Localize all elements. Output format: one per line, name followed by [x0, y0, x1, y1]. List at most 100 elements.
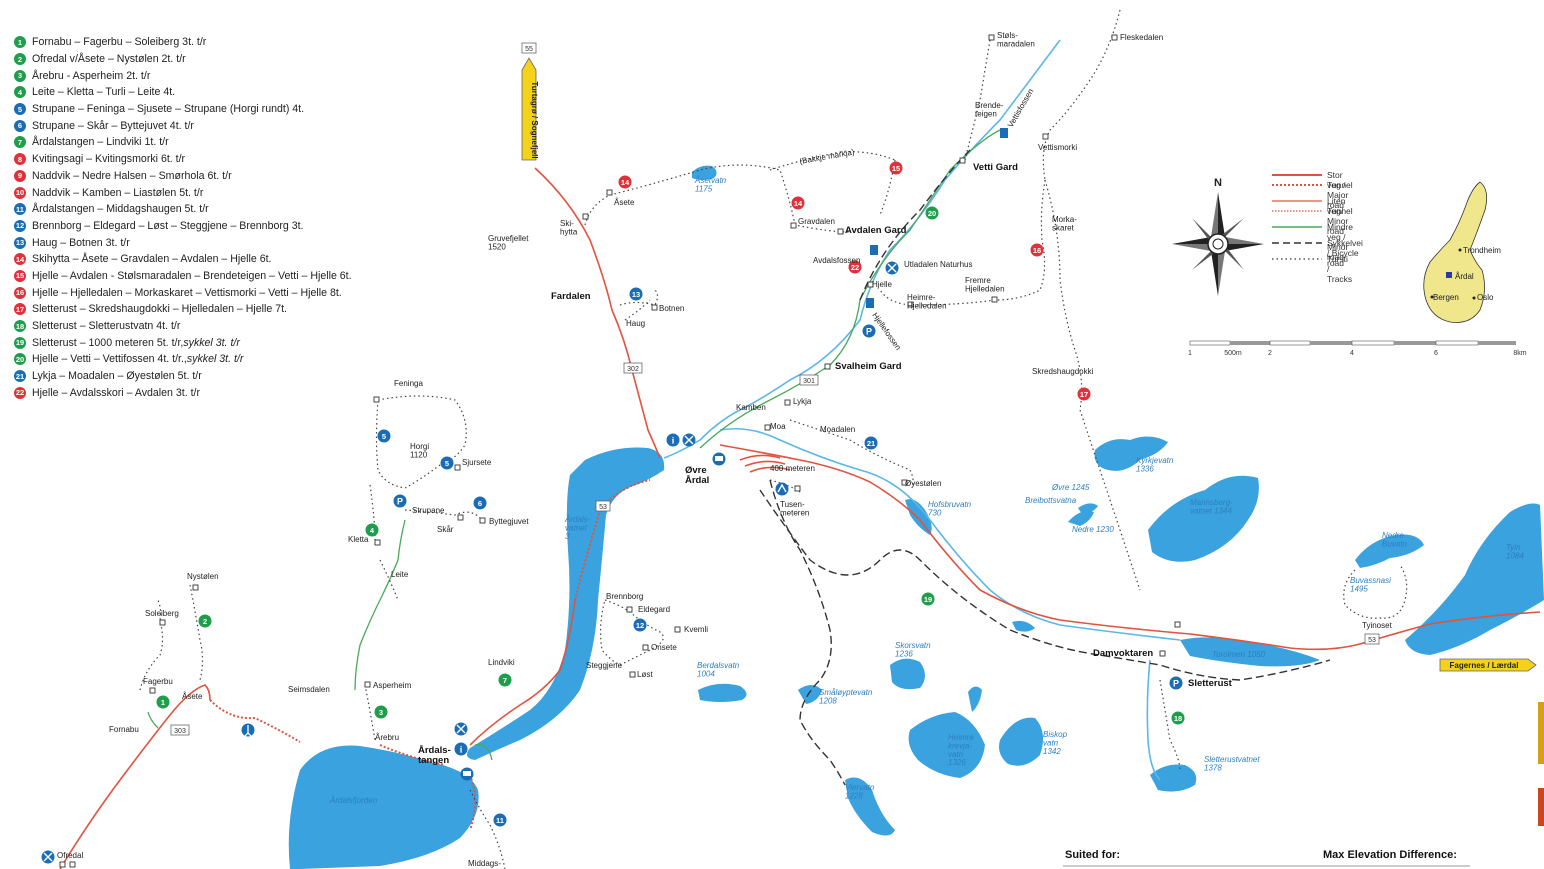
parking-icon[interactable]: P [393, 494, 407, 508]
turtagro-sign[interactable]: Turtagrø / Sognefjell [521, 57, 539, 161]
marker-22[interactable]: 22 [848, 260, 862, 274]
road-302-box: 302 [623, 362, 643, 374]
lake-small-3 [1078, 503, 1098, 514]
place-label-fardalen: Fardalen [551, 291, 591, 302]
info-icon[interactable]: i [666, 433, 680, 447]
climbing-icon[interactable] [775, 482, 789, 496]
marker-14b[interactable]: 14 [791, 196, 805, 210]
tools-icon[interactable] [41, 850, 55, 864]
track-13 [619, 289, 659, 321]
route-text: Hjelle – Vetti – Vettifossen 4t. t/r., [32, 353, 187, 366]
svg-text:53: 53 [599, 504, 607, 511]
marker-19[interactable]: 19 [921, 592, 935, 606]
waterfall-icon[interactable] [870, 245, 878, 255]
marker-4[interactable]: 4 [365, 523, 379, 537]
bus-icon[interactable] [460, 767, 474, 781]
marker-21[interactable]: 21 [864, 436, 878, 450]
waterfall-icon[interactable] [866, 298, 874, 308]
marker-17[interactable]: 17 [1077, 387, 1091, 401]
route-bicycle-note: sykkel 3t. t/r [183, 336, 240, 349]
fagernes-label: Fagernes / Lærdal [1450, 661, 1519, 670]
marker-18[interactable]: 18 [1171, 711, 1185, 725]
lake-asetvatn [692, 165, 717, 180]
marker-13[interactable]: 13 [629, 287, 643, 301]
marker-2[interactable]: 2 [198, 614, 212, 628]
tools-icon[interactable] [682, 433, 696, 447]
marker-15[interactable]: 15 [889, 161, 903, 175]
track-1 [139, 599, 164, 691]
route-text: Naddvik – Nedre Halsen – Smørhola 6t. t/… [32, 169, 232, 182]
marker-3[interactable]: 3 [374, 705, 388, 719]
lake-mannsberg [1148, 475, 1259, 562]
bus-icon[interactable] [712, 452, 726, 466]
route-number-badge: 7 [14, 136, 26, 149]
marker-6[interactable]: 6 [473, 496, 487, 510]
route-text: Hjelle – Avdalsskori – Avdalen 3t. t/r [32, 386, 201, 399]
svg-text:2: 2 [1268, 350, 1272, 357]
parking-icon[interactable]: P [1169, 676, 1183, 690]
svg-text:302: 302 [627, 366, 639, 373]
lake-viervatn [845, 777, 895, 836]
svg-text:8km: 8km [1513, 350, 1526, 357]
road-hairpins [739, 454, 791, 473]
svg-text:303: 303 [174, 728, 186, 735]
route-number-badge: 4 [14, 86, 26, 99]
waterfall-icon[interactable] [1000, 128, 1008, 138]
marker-16[interactable]: 16 [1030, 243, 1044, 257]
tools-icon[interactable] [885, 261, 899, 275]
info-icon[interactable]: i [454, 742, 468, 756]
route-number-badge: 15 [14, 269, 26, 282]
svg-text:P: P [866, 327, 872, 337]
place-label-lost: Løst [637, 670, 653, 679]
place-label-brendeteigen: Brende-teigen [975, 101, 1004, 118]
marker-20[interactable]: 20 [925, 206, 939, 220]
place-label-tusenmeteren: Tusen-meteren [780, 500, 809, 517]
inset-trondheim: Trondheim [1463, 246, 1501, 255]
hiker-icon[interactable] [241, 723, 255, 737]
marker-7[interactable]: 7 [498, 673, 512, 687]
lake-label-mannsberg: Mannsberg-vatnet 1344 [1190, 498, 1233, 515]
svg-text:15: 15 [892, 164, 900, 173]
parking-icon[interactable]: P [862, 324, 876, 338]
marker-12[interactable]: 12 [633, 618, 647, 632]
marker-5b[interactable]: 5 [440, 456, 454, 470]
fagernes-sign[interactable]: Fagernes / Lærdal [1439, 658, 1537, 672]
lake-small-1 [1012, 620, 1035, 632]
marker-14a[interactable]: 14 [618, 175, 632, 189]
track-fleskedalen [1042, 9, 1121, 181]
river-tyin [719, 427, 1181, 641]
tools-icon[interactable] [454, 722, 468, 736]
place-label-morkaskaret: Morka-skaret [1052, 215, 1077, 232]
svg-text:2: 2 [203, 617, 207, 626]
svg-text:19: 19 [924, 595, 932, 604]
marker-11[interactable]: 11 [493, 813, 507, 827]
marker-5a[interactable]: 5 [377, 429, 391, 443]
marker-1[interactable]: 1 [156, 695, 170, 709]
